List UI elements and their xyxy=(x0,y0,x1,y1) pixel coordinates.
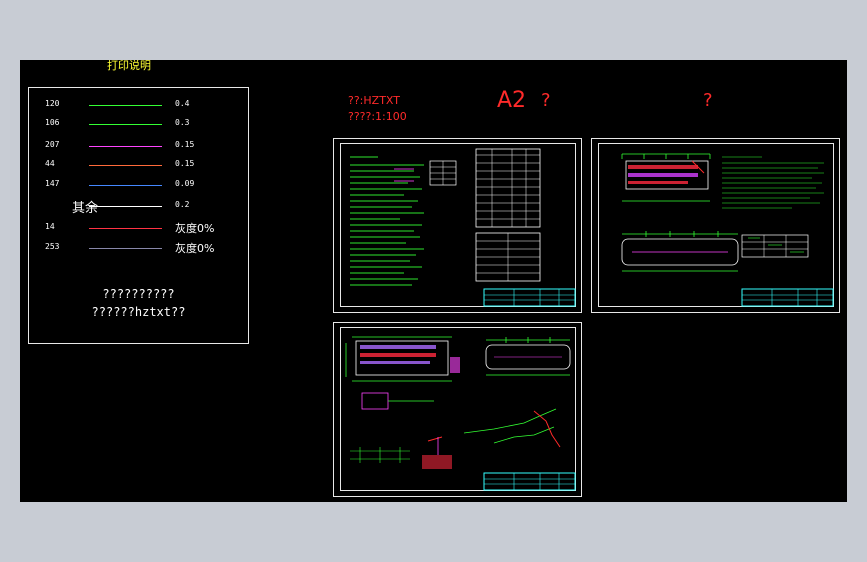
legend-row: 106 0.3 xyxy=(29,116,248,132)
legend-line-swatch xyxy=(89,185,162,186)
legend-row: 147 0.09 xyxy=(29,177,248,193)
legend-code: 253 xyxy=(45,242,60,251)
drawing-sheet-site[interactable] xyxy=(333,322,582,497)
legend-line-swatch xyxy=(89,165,162,166)
legend-value: 0.3 xyxy=(175,118,190,127)
legend-code: 其余 xyxy=(72,201,99,216)
legend-code: 120 xyxy=(45,99,60,108)
legend-row: 120 0.4 xyxy=(29,97,248,113)
legend-value: 0.09 xyxy=(175,179,195,188)
legend-value: 0.15 xyxy=(175,159,195,168)
legend-value: 0.2 xyxy=(175,200,190,209)
sheet-border xyxy=(340,327,576,491)
drawing-sheet-notes[interactable] xyxy=(333,138,582,313)
sheet-border xyxy=(598,143,834,307)
legend-code: 147 xyxy=(45,179,60,188)
legend-row: 253 灰度0% xyxy=(29,240,248,256)
legend-value: 灰度0% xyxy=(175,222,215,235)
legend-code: 44 xyxy=(45,159,55,168)
legend-line-swatch xyxy=(89,124,162,125)
cad-model-space[interactable]: 打印说明 120 0.4 106 0.3 207 0.15 44 0.15 14… xyxy=(20,60,847,502)
legend-row: 其余 0.2 xyxy=(29,198,248,216)
legend-value: 0.4 xyxy=(175,99,190,108)
scale-note: ????:1:100 xyxy=(348,110,407,123)
sheet-notes-graphics xyxy=(350,148,576,307)
question-mark: ? xyxy=(703,90,713,111)
legend-line-swatch xyxy=(89,248,162,249)
legend-value: 0.15 xyxy=(175,140,195,149)
legend-value: 灰度0% xyxy=(175,242,215,255)
sheet-plan-graphics xyxy=(621,153,834,307)
question-mark: ? xyxy=(541,90,551,111)
legend-footer-line: ??????hztxt?? xyxy=(91,305,186,319)
drawing-sheet-plan[interactable] xyxy=(591,138,840,313)
legend-row: 44 0.15 xyxy=(29,157,248,173)
legend-code: 106 xyxy=(45,118,60,127)
paper-size-label: A2 xyxy=(497,88,527,113)
legend-footer-line: ?????????? xyxy=(102,287,175,301)
legend-line-swatch xyxy=(89,228,162,229)
sheet-site-graphics xyxy=(345,336,576,491)
legend-code: 207 xyxy=(45,140,60,149)
font-note: ??:HZTXT xyxy=(348,94,400,107)
sheet-border xyxy=(340,143,576,307)
legend-code: 14 xyxy=(45,222,55,231)
legend-line-swatch xyxy=(89,206,162,207)
legend-line-swatch xyxy=(89,105,162,106)
print-legend-panel: 120 0.4 106 0.3 207 0.15 44 0.15 147 0.0… xyxy=(28,87,249,344)
legend-line-swatch xyxy=(89,146,162,147)
print-notes-title: 打印说明 xyxy=(107,60,151,72)
legend-row: 207 0.15 xyxy=(29,138,248,154)
legend-row: 14 灰度0% xyxy=(29,220,248,236)
